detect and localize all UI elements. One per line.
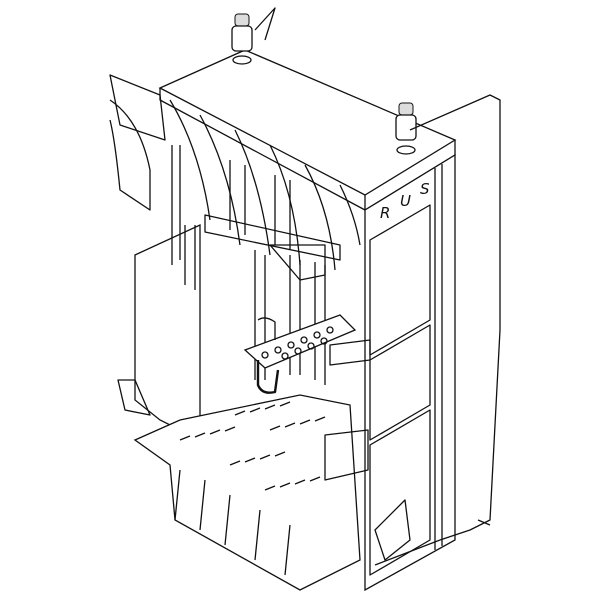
left-side-wall xyxy=(109,74,201,442)
top-fitting-right xyxy=(395,102,417,155)
grate-holes xyxy=(261,326,334,360)
top-fitting-left xyxy=(231,13,253,65)
side-label-letter: S xyxy=(420,180,432,198)
draft-regulator-chain xyxy=(254,7,501,566)
side-label-letter: R xyxy=(380,204,392,222)
floor-slots xyxy=(179,401,326,491)
side-label: R U S xyxy=(380,180,432,222)
fire-grate xyxy=(243,314,357,394)
side-label-letter: U xyxy=(400,192,413,210)
ash-pan xyxy=(133,394,361,591)
front-panel xyxy=(324,153,456,592)
